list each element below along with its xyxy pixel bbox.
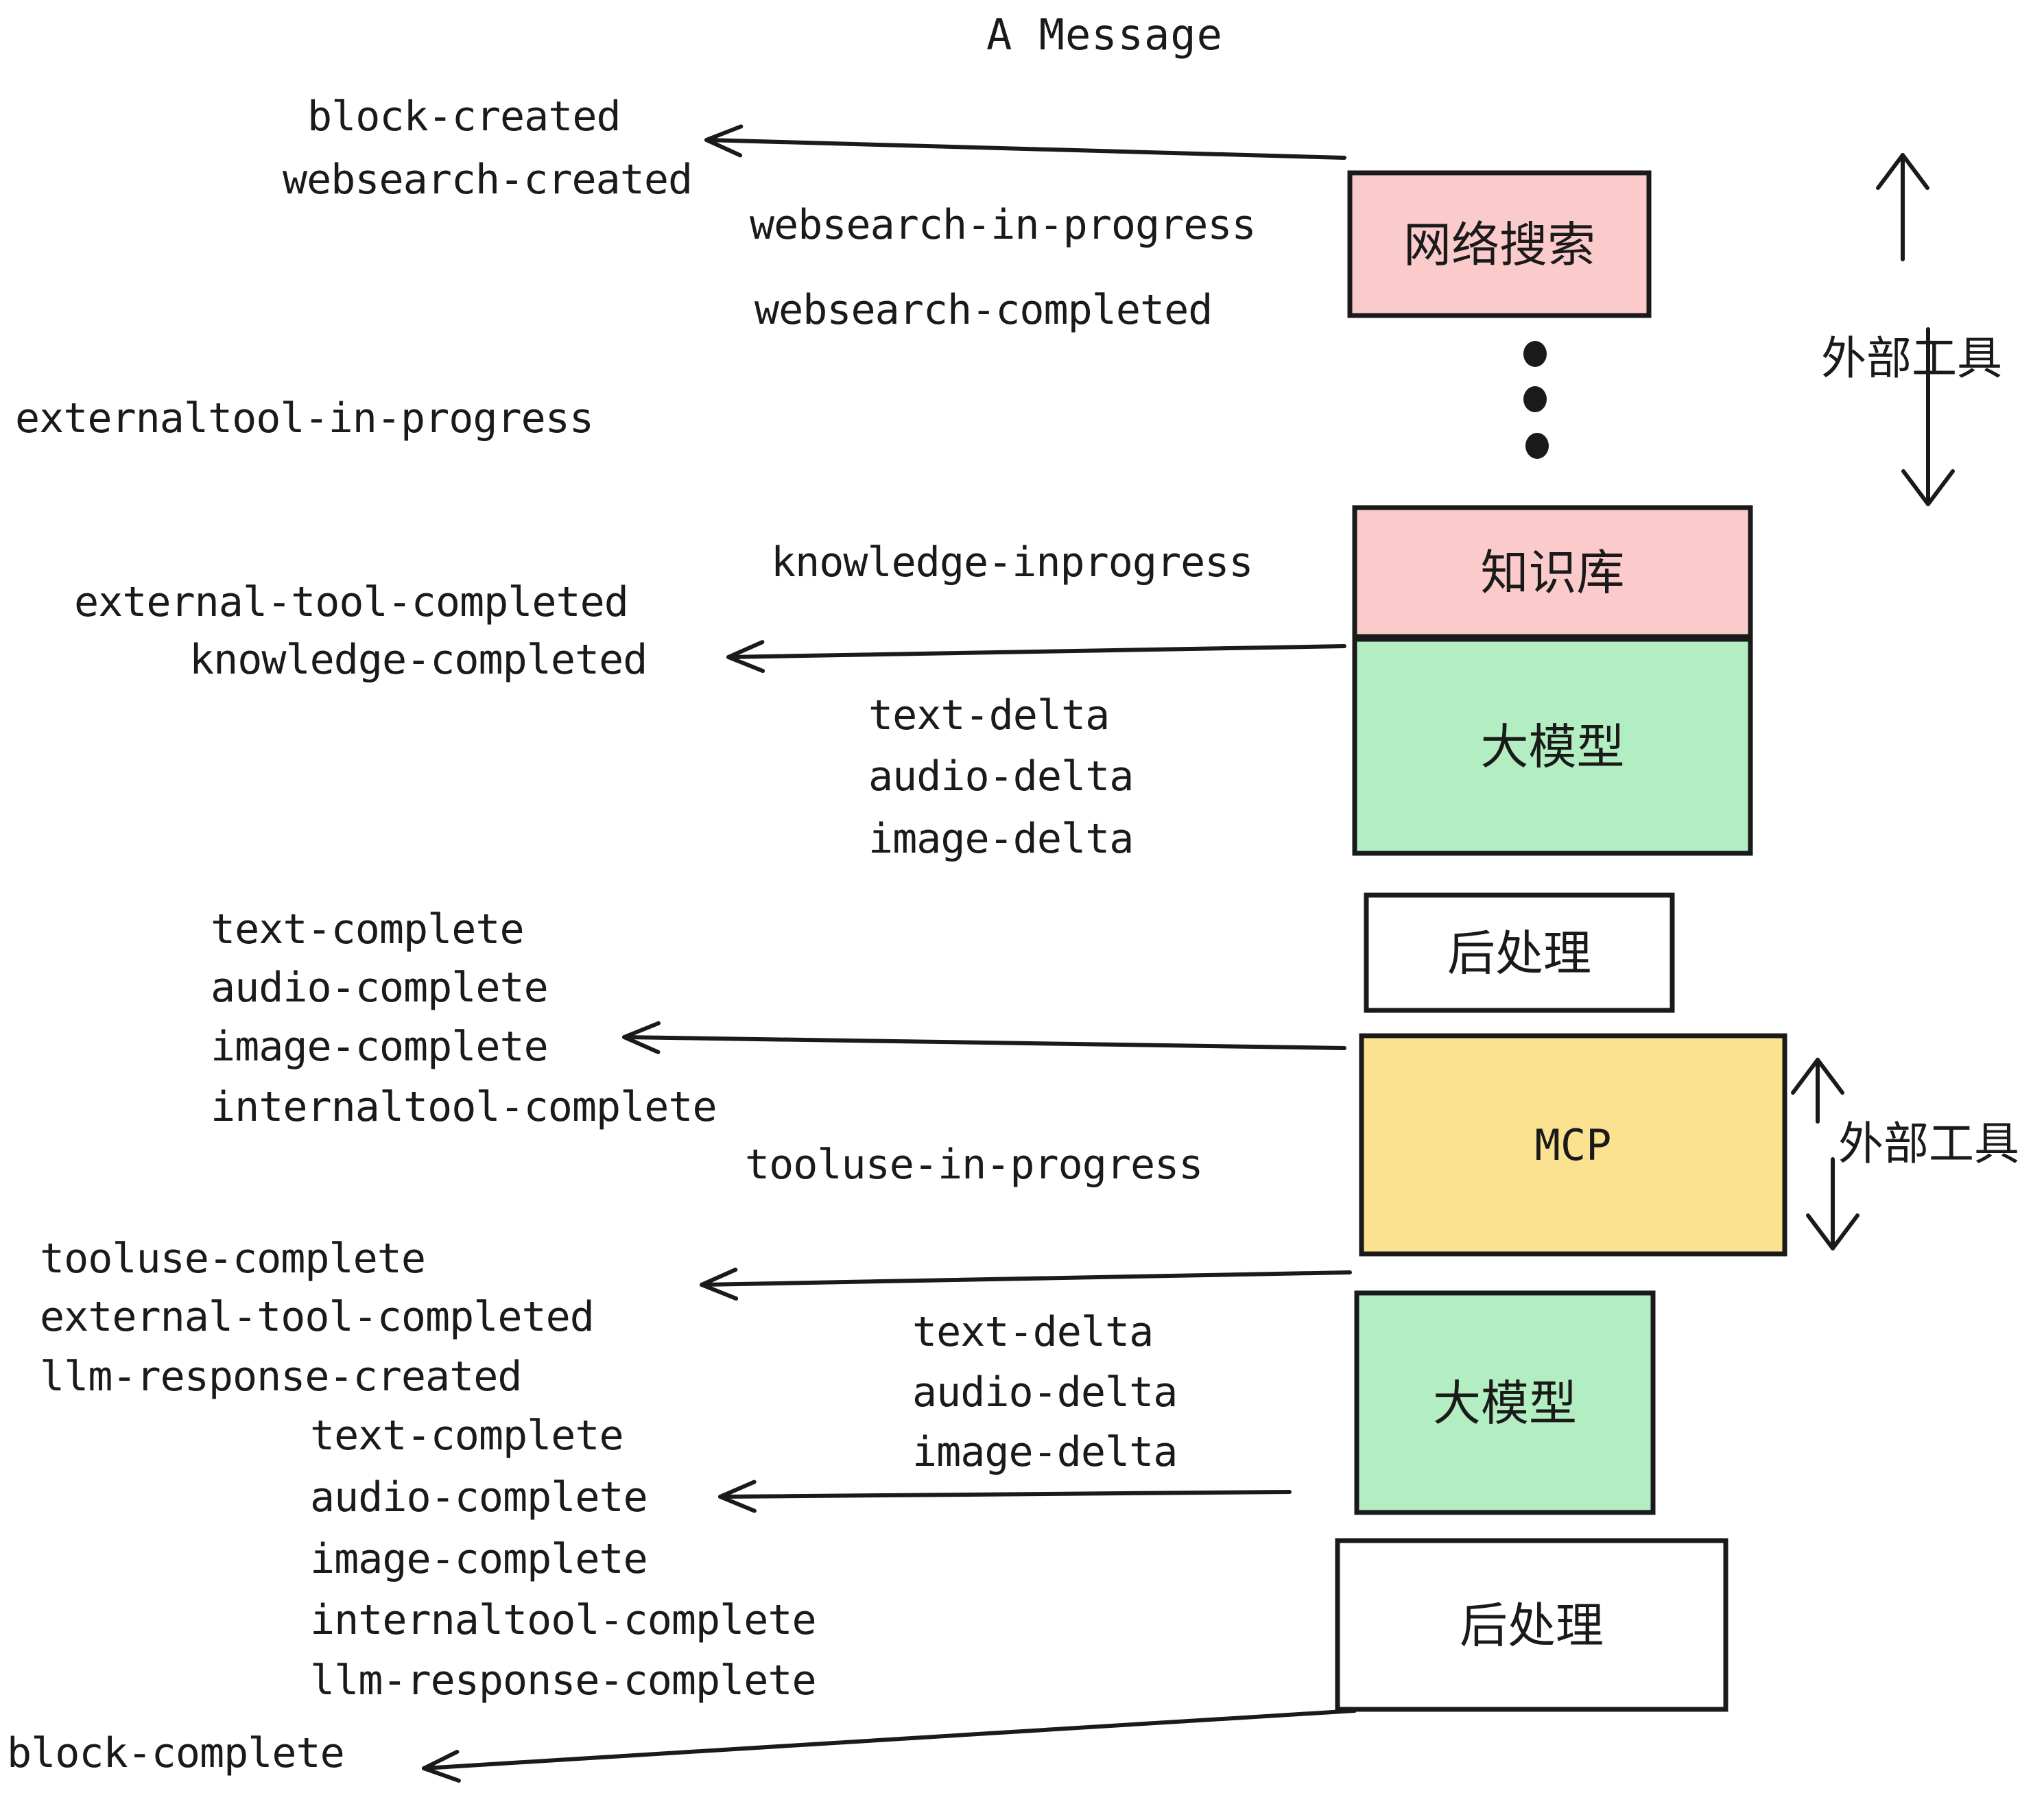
event-label-audio-delta-1: audio-delta [868, 752, 1133, 800]
ellipsis-dots [1523, 341, 1549, 459]
box-label-mcp: MCP [1535, 1120, 1612, 1170]
node-box-knowledge[interactable]: 知识库 [1352, 505, 1753, 639]
event-label-llm-response-created: llm-response-created [40, 1353, 521, 1401]
arrow-audio-complete-head [718, 1480, 757, 1513]
event-label-websearch-created: websearch-created [283, 156, 692, 204]
ellipsis-dot-3 [1525, 433, 1549, 459]
box-rect-knowledge [1352, 505, 1753, 639]
arrow-knowledge-completed-head [726, 640, 765, 674]
arrow-block-created [704, 124, 1346, 160]
event-label-external-tool-completed-2: external-tool-completed [40, 1293, 594, 1341]
box-label-knowledge: 知识库 [1481, 545, 1625, 601]
node-box-mcp[interactable]: MCP [1359, 1033, 1787, 1257]
box-label-postprocess-1: 后处理 [1447, 925, 1591, 982]
event-label-text-complete-1: text-complete [211, 905, 524, 953]
external-tool-down-2-head [1806, 1213, 1859, 1250]
node-box-websearch[interactable]: 网络搜索 [1347, 170, 1652, 318]
external-tool-up-1 [1876, 153, 1929, 261]
event-label-image-complete-2: image-complete [310, 1535, 647, 1583]
event-label-audio-delta-2: audio-delta [912, 1368, 1177, 1416]
event-label-audio-complete-2: audio-complete [310, 1473, 647, 1521]
event-label-internaltool-complete-1: internaltool-complete [211, 1083, 717, 1131]
arrow-block-complete [422, 1709, 1357, 1783]
external-tool-up-2-head [1791, 1058, 1844, 1095]
arrow-block-created-head [704, 124, 744, 158]
node-box-postprocess-2[interactable]: 后处理 [1335, 1538, 1728, 1712]
event-labels: block-created websearch-created websearch-… [7, 93, 1257, 1777]
box-rect-mcp [1359, 1033, 1787, 1257]
arrow-audio-complete [718, 1480, 1292, 1513]
event-label-tooluse-complete: tooluse-complete [40, 1235, 425, 1283]
event-label-knowledge-completed: knowledge-completed [189, 636, 647, 684]
event-label-llm-response-complete: llm-response-complete [310, 1657, 816, 1705]
event-label-knowledge-inprogress: knowledge-inprogress [771, 538, 1252, 586]
arrow-image-complete [622, 1021, 1346, 1054]
event-label-image-complete-1: image-complete [211, 1023, 548, 1071]
arrow-block-complete-head [422, 1749, 461, 1783]
event-label-image-delta-2: image-delta [912, 1428, 1177, 1476]
ellipsis-dot-2 [1523, 386, 1547, 412]
node-box-llm-1[interactable]: 大模型 [1352, 637, 1753, 856]
page-title: A Message [986, 10, 1223, 60]
ellipsis-dot-1 [1523, 341, 1547, 367]
event-label-image-delta-1: image-delta [868, 815, 1133, 863]
box-rect-llm-1 [1352, 637, 1753, 856]
event-label-audio-complete-1: audio-complete [211, 964, 548, 1012]
external-tool-down-2 [1806, 1157, 1859, 1250]
arrow-block-complete-line [422, 1709, 1357, 1770]
side-label-external-tool-bottom: 外部工具 [1838, 1117, 2019, 1170]
arrow-knowledge-completed [726, 640, 1346, 674]
arrow-image-complete-head [622, 1021, 661, 1054]
external-tool-up-2 [1791, 1058, 1844, 1124]
arrow-tooluse-complete [700, 1268, 1352, 1301]
box-rect-postprocess-2 [1335, 1538, 1728, 1712]
arrow-block-created-line [704, 138, 1346, 160]
event-label-block-created: block-created [307, 93, 621, 141]
box-rect-llm-2 [1354, 1290, 1656, 1515]
event-label-text-complete-2: text-complete [310, 1412, 623, 1460]
external-tool-down-1-head [1901, 469, 1955, 506]
arrow-knowledge-completed-line [726, 644, 1346, 659]
connector-arrows [422, 124, 1357, 1783]
event-label-websearch-in-progress: websearch-in-progress [750, 201, 1256, 249]
box-label-postprocess-2: 后处理 [1460, 1598, 1604, 1654]
arrow-tooluse-complete-line [700, 1270, 1352, 1287]
external-tool-arrows [1791, 153, 1955, 1250]
box-label-llm-1: 大模型 [1481, 719, 1625, 775]
arrow-tooluse-complete-head [700, 1268, 739, 1301]
event-label-text-delta-1: text-delta [868, 691, 1109, 739]
arrow-image-complete-line [622, 1035, 1346, 1050]
event-label-text-delta-2: text-delta [912, 1308, 1153, 1356]
side-label-external-tool-top: 外部工具 [1821, 332, 2002, 385]
event-label-external-tool-completed-1: external-tool-completed [74, 578, 628, 626]
box-label-llm-2: 大模型 [1433, 1375, 1577, 1432]
event-label-tooluse-in-progress: tooluse-in-progress [745, 1141, 1202, 1189]
event-label-internaltool-complete-2: internaltool-complete [310, 1596, 816, 1644]
event-label-websearch-completed: websearch-completed [754, 286, 1212, 334]
box-rect-postprocess-1 [1364, 892, 1675, 1013]
event-label-externaltool-in-progress: externaltool-in-progress [15, 394, 593, 442]
external-tool-down-1 [1901, 327, 1955, 506]
box-rect-websearch [1347, 170, 1652, 318]
external-tool-up-1-head [1876, 153, 1929, 190]
node-box-postprocess-1[interactable]: 后处理 [1364, 892, 1675, 1013]
arrow-audio-complete-line [718, 1490, 1292, 1499]
box-label-websearch: 网络搜索 [1403, 217, 1595, 273]
node-box-llm-2[interactable]: 大模型 [1354, 1290, 1656, 1515]
event-label-block-complete: block-complete [7, 1729, 344, 1777]
